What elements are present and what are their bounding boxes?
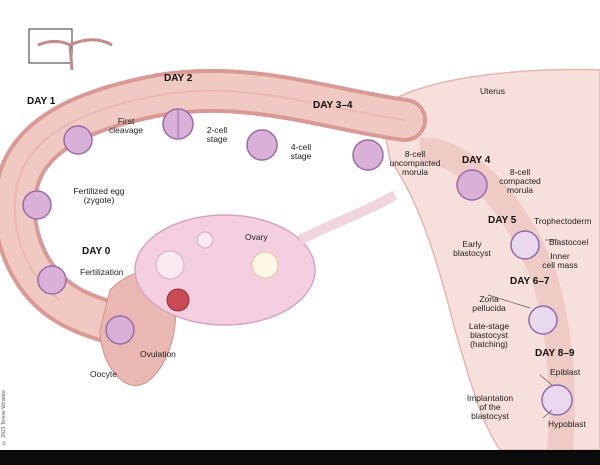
four-cell-label: 4-cell stage <box>290 142 312 161</box>
fertilized-egg-label: Fertilized egg (zygote) <box>73 186 125 205</box>
hypoblast-label: Hypoblast <box>548 419 586 429</box>
day-3-4-label: DAY 3–4 <box>313 100 353 111</box>
late-stage-blastocyst <box>528 305 558 335</box>
oocyte-cell <box>105 315 135 345</box>
day-6-7-label: DAY 6–7 <box>510 276 550 287</box>
two-cell-label: 2-cell stage <box>206 125 228 144</box>
inset-frame <box>28 28 73 64</box>
inner-cell-mass-label: Inner cell mass <box>542 251 578 270</box>
copyright-credit: © 2021 Terese Winslow <box>1 390 7 445</box>
leader-lines <box>487 239 558 419</box>
day-4-label: DAY 4 <box>462 155 491 166</box>
ruptured-follicle <box>166 288 190 312</box>
fertilization-cell <box>37 265 67 295</box>
day-0-label: DAY 0 <box>82 246 111 257</box>
first-cleavage-label: First cleavage <box>108 116 144 135</box>
zygote-cell <box>22 190 52 220</box>
day-1-label: DAY 1 <box>27 96 56 107</box>
day-5-label: DAY 5 <box>488 215 517 226</box>
oocyte-label: Oocyte <box>90 369 117 379</box>
inset-uterus-icon <box>37 38 113 71</box>
compacted-morula <box>456 169 488 201</box>
uncompacted-morula <box>352 139 384 171</box>
ovulation-label: Ovulation <box>140 349 176 359</box>
trophectoderm-label: Trophectoderm <box>534 216 592 226</box>
early-blastocyst-label: Early blastocyst <box>453 239 491 258</box>
fertilization-label: Fertilization <box>80 267 124 277</box>
day-2-label: DAY 2 <box>164 73 193 84</box>
blastocoel-label: Blastocoel <box>549 237 589 247</box>
implanting-blastocyst <box>541 384 573 416</box>
uterus-label: Uterus <box>480 86 506 96</box>
bottom-bar <box>0 450 600 465</box>
ovarian-ligament <box>297 190 398 245</box>
ovary-label: Ovary <box>245 232 268 242</box>
corpus-luteum <box>251 251 279 279</box>
fallopian-tube-lumen <box>13 89 406 301</box>
first-cleavage-cell <box>63 125 93 155</box>
compacted-morula-label: 8-cell compacted morula <box>499 167 541 195</box>
four-cell-embryo <box>246 129 278 161</box>
follicle <box>196 231 214 249</box>
late-stage-blastocyst-label: Late-stage blastocyst (hatching) <box>468 321 510 349</box>
uncompacted-morula-label: 8-cell uncompacted morula <box>389 149 441 177</box>
epiblast-label: Epiblast <box>550 367 581 377</box>
implantation-label: Implantation of the blastocyst <box>466 393 514 421</box>
early-blastocyst <box>510 230 540 260</box>
zona-pellucida-label: Zona pellucida <box>472 294 506 313</box>
follicle <box>155 250 185 280</box>
embryo-stages <box>22 108 573 416</box>
day-8-9-label: DAY 8–9 <box>535 348 575 359</box>
